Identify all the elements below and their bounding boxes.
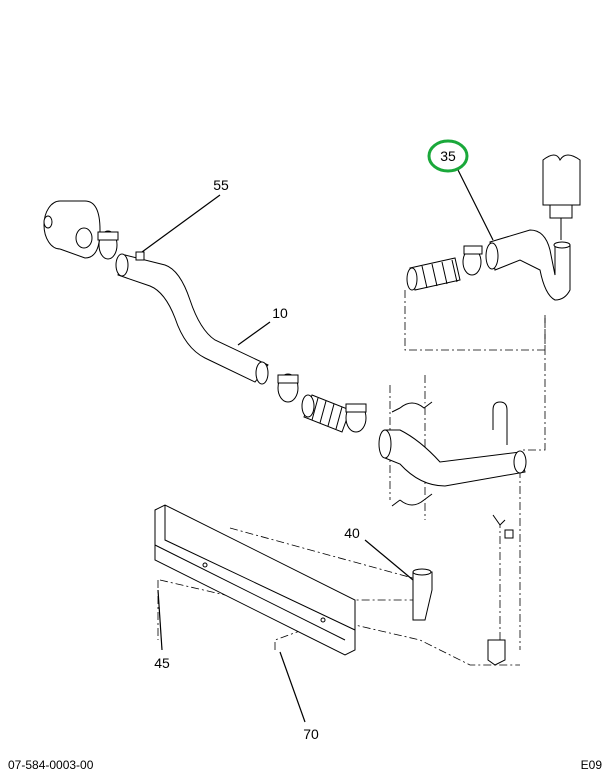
exhaust-pipe-35 [485,229,571,301]
frame-rail [154,504,356,656]
leader-lines [141,169,494,723]
clamp-right [345,403,367,433]
callout-70[interactable]: 70 [303,726,319,742]
exhaust-pipe-10 [115,253,269,385]
turbo-outlet-adapter [43,200,101,259]
clamp-left [97,230,119,260]
bolt-55 [135,251,145,261]
callout-35-highlight [427,139,469,173]
callout-40[interactable]: 40 [344,525,360,541]
tailpipe-lower [378,429,527,487]
callout-35[interactable]: 35 [440,148,456,164]
pipe-hangers [391,401,433,507]
drawing-number: 07-584-0003-00 [8,758,94,772]
clamp-upper [462,245,483,276]
flex-pipe-upper [406,257,461,291]
page-code: E09 [580,758,602,772]
callout-55[interactable]: 55 [213,177,229,193]
bracket-40 [412,568,433,621]
stack-tip [542,154,581,240]
callout-45[interactable]: 45 [154,655,170,671]
callout-10[interactable]: 10 [272,305,288,321]
flex-pipe [301,394,351,433]
clamp-middle [277,373,299,403]
hook-bracket [487,401,514,666]
